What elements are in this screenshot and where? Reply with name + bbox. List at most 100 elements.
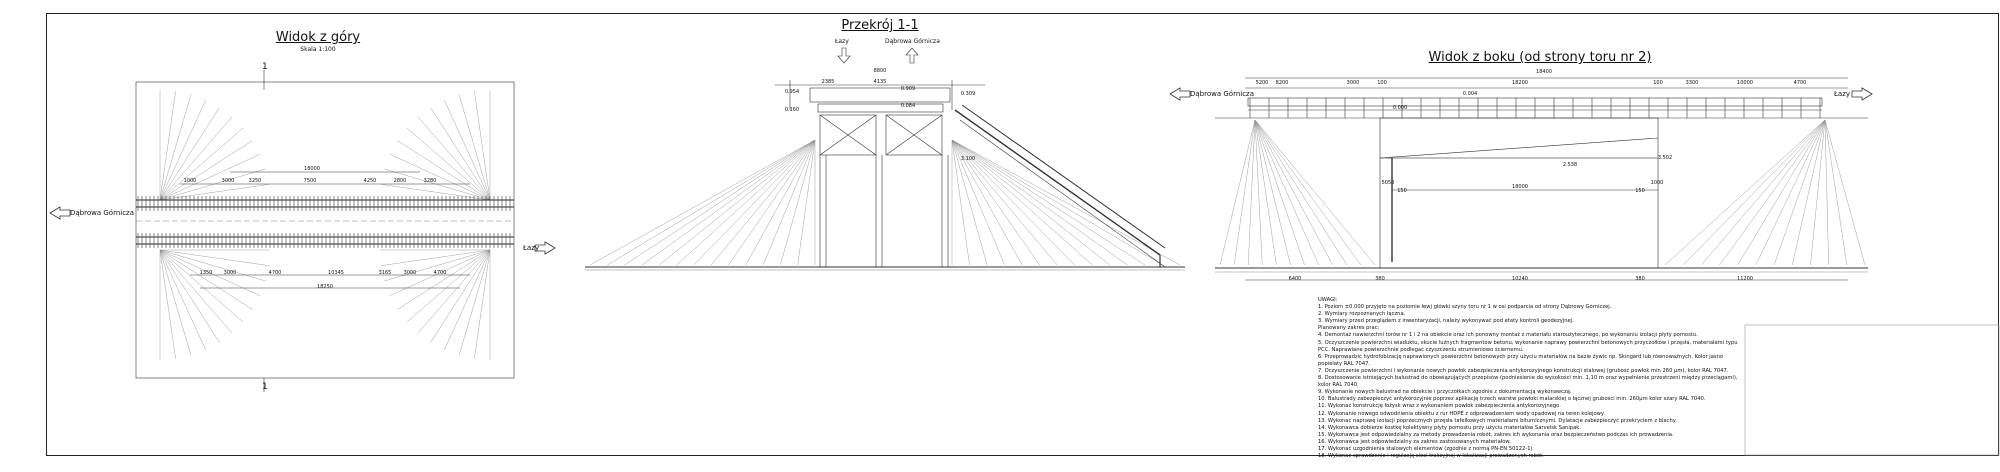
dimension-label: 2385 (821, 79, 835, 85)
fan-line (1254, 119, 1263, 266)
arrow-down-icon (837, 47, 851, 64)
dimension-label: 18400 (1536, 69, 1552, 75)
dimension-label: 4700 (268, 270, 282, 276)
fan-line (1254, 119, 1277, 266)
dimension-label: 5200 (1255, 80, 1269, 86)
plan-fan-line (159, 249, 206, 351)
plan-fan-line (417, 116, 491, 201)
direction-arrow-right (534, 87, 1873, 255)
plan-fan-line (159, 99, 206, 201)
note-line: 2. Wymiary rozpoznanych łączna. (1318, 311, 1406, 318)
plan-fan-line (159, 91, 176, 201)
section-view (585, 47, 1185, 271)
fan-line (951, 139, 970, 266)
dimension-label: 3000 (1346, 80, 1360, 86)
plan-fan-line (458, 94, 491, 201)
plan-fan-line (397, 249, 491, 310)
dimension-label: 3.100 (960, 156, 976, 162)
note-line: 11. Wykonać konstrukcję łożysk wraz z wy… (1318, 403, 1561, 410)
fan-line (1824, 119, 1848, 266)
plan-fan-line (474, 249, 491, 359)
label-dabrowa-section: Dąbrowa Górnicza (885, 38, 940, 45)
plan-fan-line (417, 249, 491, 334)
drawing-frame (46, 13, 1999, 456)
plan-fan-right (380, 90, 491, 360)
plan-fan-line (159, 127, 244, 201)
label-dabrowa-plan: Dąbrowa Górnicza (70, 209, 135, 217)
plan-fan-line (159, 154, 261, 201)
plan-fan-line (159, 249, 220, 343)
dimension-label: 380 (1375, 276, 1385, 282)
fan-line (951, 139, 1146, 266)
fan-line (951, 139, 1110, 266)
dimension-label: 4250 (363, 178, 377, 184)
section-stair-rail-1 (954, 109, 1161, 256)
label-lazy-side: Łazy (1834, 90, 1851, 98)
arrow-up-icon (905, 47, 919, 64)
dimension-label: 4700 (1793, 80, 1807, 86)
label-dabrowa-side: Dąbrowa Górnicza (1190, 90, 1255, 98)
dimension-label: 3280 (423, 178, 437, 184)
dimension-label: 3165 (378, 270, 392, 276)
dimension-label: 0.160 (784, 107, 800, 113)
plan-fan-line (384, 249, 491, 282)
fan-line (607, 139, 816, 266)
fan-line (1664, 119, 1826, 266)
plan-fan-line (397, 140, 491, 201)
dimension-label: 100 (1653, 80, 1663, 86)
note-line: 14. Wykonawca dobierze kostkę kolektywny… (1318, 424, 1581, 431)
section-deck (817, 103, 944, 113)
section-stair-rail-2 (961, 104, 1166, 249)
arrow-right-icon (534, 241, 556, 255)
dimension-label: 4700 (433, 270, 447, 276)
section-stair-stringer (959, 119, 1166, 268)
fan-line (676, 139, 816, 266)
fan-line (1719, 119, 1826, 266)
fan-line (1254, 119, 1291, 266)
section-fan-left (589, 139, 816, 266)
fan-line (624, 139, 816, 266)
dimension-label: 5050 (1381, 180, 1395, 186)
dimension-label: 1000 (183, 178, 197, 184)
dimension-label: 8200 (1275, 80, 1289, 86)
fan-line (1254, 119, 1362, 266)
dimension-label: 4135 (873, 79, 887, 85)
fan-line (711, 139, 816, 266)
arrow-right-icon-side (1851, 87, 1873, 101)
section-mark-bottom: 1 (262, 382, 268, 392)
plan-fan-line (406, 127, 491, 201)
fan-line (1254, 119, 1305, 266)
side-fan-right (1664, 119, 1866, 266)
note-line: 9. Wykonanie nowych balustrad na obiekci… (1318, 389, 1572, 396)
dimension-label: 0.309 (960, 91, 976, 97)
fan-line (693, 139, 816, 266)
fan-line (797, 139, 816, 266)
plan-fan-line (381, 184, 491, 201)
dimension-label: 3.502 (1657, 155, 1673, 161)
dimension-label: 1000 (1650, 180, 1664, 186)
fan-line (1755, 119, 1826, 266)
fan-line (1773, 119, 1826, 266)
fan-line (659, 139, 816, 266)
fan-line (1701, 119, 1826, 266)
note-line: 18. Wykonać sprawdzenie i regulację siec… (1318, 453, 1544, 460)
plan-fan-line (159, 249, 266, 282)
fan-line (951, 139, 988, 266)
fan-line (1254, 119, 1376, 266)
note-line: 5. Oczyszczenie powierzchni wiaduktu, sk… (1318, 339, 1738, 346)
fan-line (589, 139, 816, 266)
fan-line (728, 139, 816, 266)
note-line: 8. Dostosowanie istniejących balustrad d… (1318, 375, 1738, 382)
dimension-label: 18000 (304, 166, 320, 172)
note-line: 16. Wykonawca jest odpowiedzialny za zak… (1318, 438, 1511, 445)
side-girder-bottom-slope (1379, 137, 1659, 159)
section-brace-2 (819, 114, 877, 156)
label-lazy-plan: Łazy (523, 244, 540, 252)
plan-fan-line (159, 249, 233, 334)
plan-fan-line (159, 168, 266, 201)
note-line: 15. Wykonawca jest odpowiedzialny za met… (1318, 431, 1674, 438)
side-girder (1379, 117, 1659, 159)
plan-fan-line (159, 94, 192, 201)
note-line: UWAGI: (1318, 297, 1338, 303)
section-girder-right (885, 114, 943, 156)
